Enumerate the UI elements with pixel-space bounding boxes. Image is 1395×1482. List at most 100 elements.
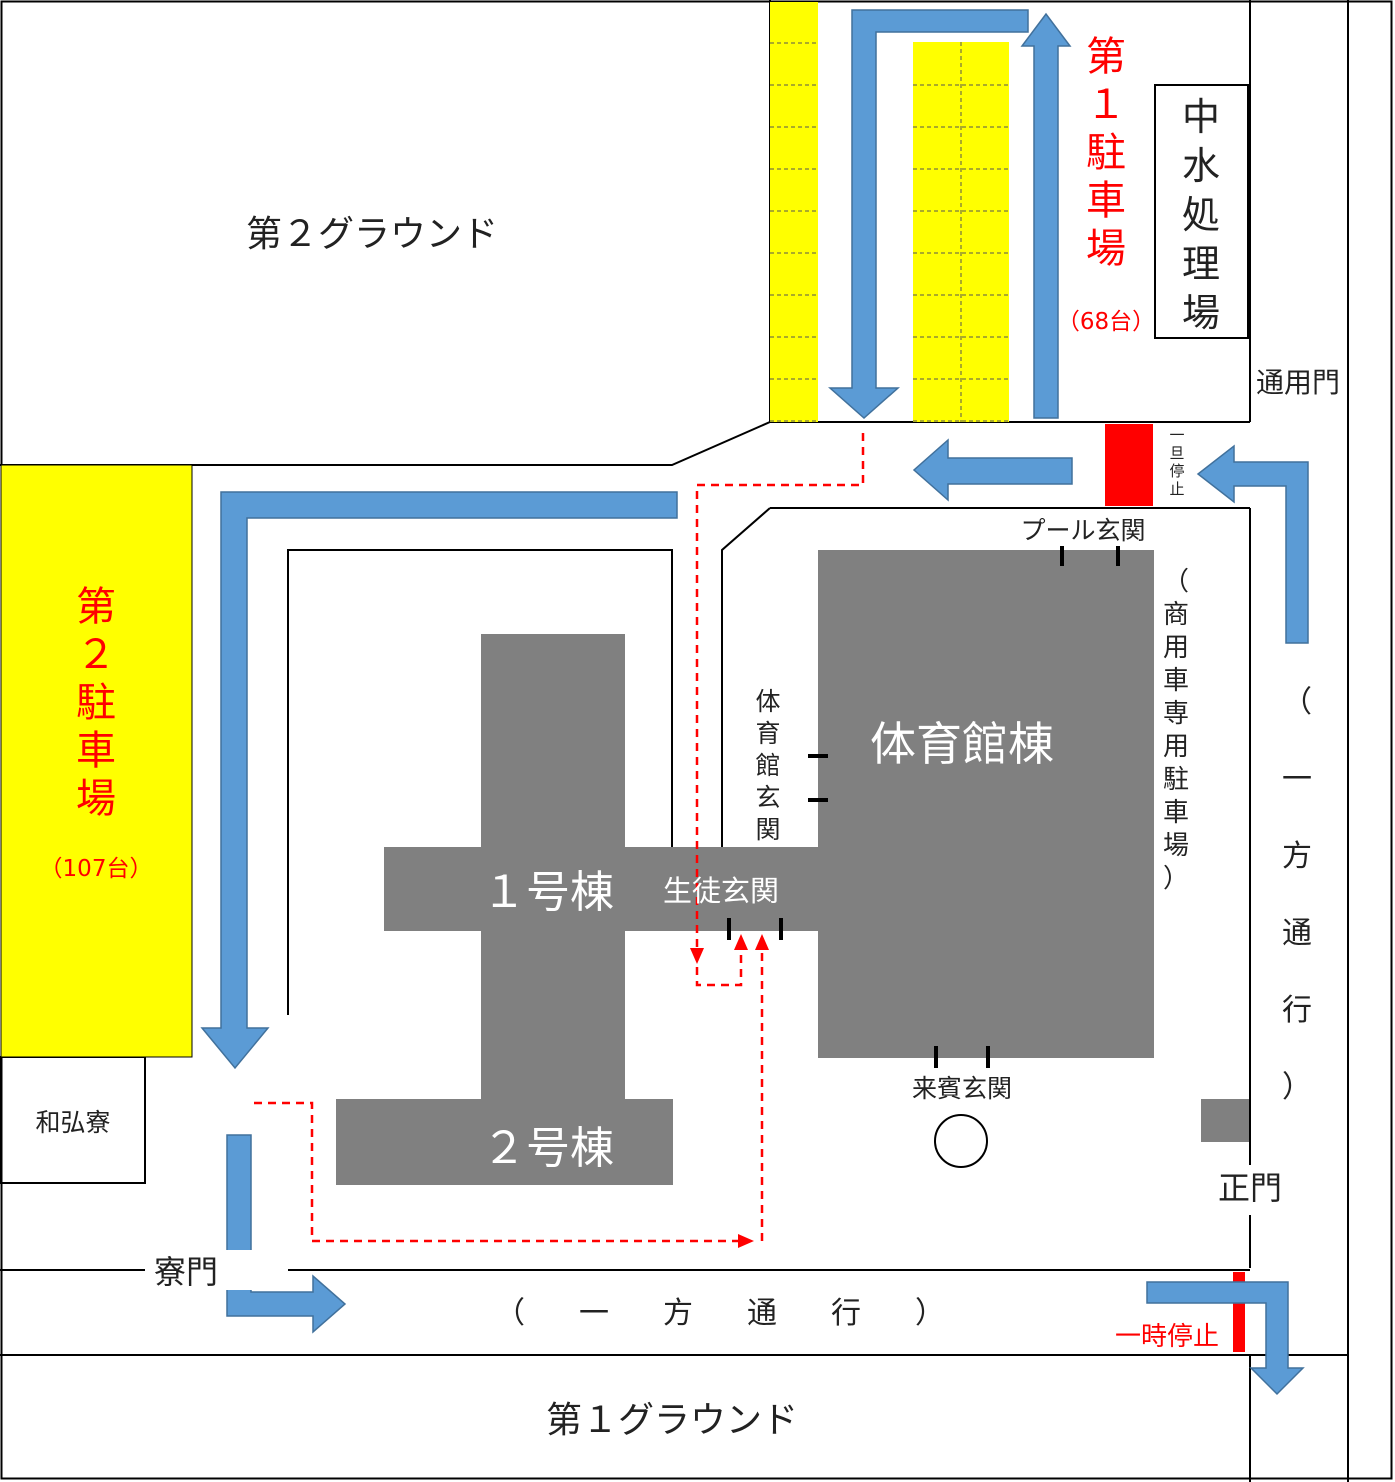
vertical-char: （ <box>1282 685 1312 720</box>
walking-routes <box>254 433 865 1243</box>
entrance-marks <box>727 546 1120 1068</box>
traffic-arrows <box>200 9 1309 1396</box>
vertical-char: 中 <box>1182 95 1220 139</box>
vertical-char: 駐 <box>1163 765 1189 795</box>
main-gate-label: 正門 <box>1218 1169 1282 1207</box>
vertical-char: 育 <box>755 719 780 748</box>
vertical-char: 場 <box>1086 226 1126 272</box>
route-arrowhead <box>734 934 748 950</box>
vertical-char: 場 <box>1163 831 1189 861</box>
vertical-char: ） <box>1282 1070 1312 1105</box>
vertical-char: 館 <box>755 751 780 780</box>
route-from-parking1 <box>695 433 865 987</box>
vertical-char: 車 <box>1163 666 1189 696</box>
vertical-char: 行 <box>1282 993 1312 1028</box>
arrow-parking1-up <box>1020 12 1072 419</box>
spaced-char: 通 <box>747 1296 777 1331</box>
temporary-stop-label: 一時停止 <box>1115 1322 1219 1352</box>
vertical-char: （ <box>1163 567 1189 597</box>
vertical-char: 旦 <box>1169 444 1184 462</box>
vertical-char: 理 <box>1182 242 1220 286</box>
water-plant-box <box>1154 84 1249 339</box>
road-outlines <box>0 0 1349 1482</box>
one-way-horizontal-label: （ 一 方 通 行 ） <box>495 1296 945 1331</box>
dorm-gate-label: 寮門 <box>154 1253 218 1291</box>
spaced-char: 一 <box>579 1296 609 1331</box>
vertical-char: 用 <box>1163 633 1189 663</box>
pool-entrance-label: プール玄関 <box>1020 516 1145 545</box>
buildings <box>336 550 1249 1185</box>
stop-bar-service-gate <box>1105 424 1153 506</box>
vertical-char: 駐 <box>76 680 116 726</box>
vertical-char: 方 <box>1282 839 1312 874</box>
vertical-char: 第 <box>1086 34 1126 80</box>
vertical-char: １ <box>1086 82 1126 128</box>
roundabout-circle <box>934 1114 988 1168</box>
route-arrowhead <box>690 948 704 964</box>
parking2-count: （107台） <box>40 856 153 882</box>
service-gate-label: 通用門 <box>1256 366 1340 399</box>
arrow-dorm-gate-exit <box>226 1134 347 1334</box>
vertical-char: 関 <box>755 815 780 844</box>
building1-label: １号棟 <box>482 867 614 918</box>
dormitory-label: 和弘寮 <box>35 1108 110 1137</box>
vertical-char: 専 <box>1163 699 1189 729</box>
route-from-dorm-gate <box>254 1101 750 1243</box>
spaced-char: 方 <box>663 1296 693 1331</box>
arrow-parking1-loop <box>828 9 1029 420</box>
vertical-char: 第 <box>76 584 116 630</box>
guest-entrance-label: 来賓玄関 <box>912 1074 1012 1103</box>
spaced-char: 行 <box>831 1296 861 1331</box>
arrow-east-road-turn <box>1196 444 1309 644</box>
gym-building <box>818 550 1154 1058</box>
building2 <box>336 1099 673 1185</box>
vertical-char: 車 <box>76 728 116 774</box>
upper-road-edge <box>0 421 1250 466</box>
dorm-gate-label-bg <box>146 1250 286 1290</box>
vertical-char: 玄 <box>755 783 780 812</box>
building1-wing <box>384 847 818 931</box>
ground2-label: 第２グラウンド <box>246 214 498 255</box>
vertical-char: 商 <box>1163 600 1189 630</box>
parking2-area <box>0 464 193 1058</box>
route-arrowhead <box>738 1234 754 1248</box>
arrow-main-gate-exit <box>1146 1281 1305 1396</box>
vertical-char: 用 <box>1163 732 1189 762</box>
vertical-char: ） <box>1163 864 1189 894</box>
vertical-char: 車 <box>1163 798 1189 828</box>
vertical-char: 一 <box>1169 426 1184 444</box>
route-arrowhead <box>755 934 769 950</box>
vertical-char: 一 <box>1282 762 1312 797</box>
building-block-outline <box>287 549 673 1015</box>
spaced-char: ） <box>915 1296 945 1331</box>
vertical-char: 体 <box>755 687 780 716</box>
building2-label: ２号棟 <box>482 1123 614 1174</box>
vertical-char: 止 <box>1169 480 1184 498</box>
gym-building-label: 体育館棟 <box>870 717 1054 771</box>
ground1-label: 第１グラウンド <box>546 1400 798 1441</box>
vertical-char: 停 <box>1169 462 1184 480</box>
vertical-char: 水 <box>1182 144 1220 188</box>
vertical-char: 場 <box>1182 291 1220 335</box>
parking1-strip-left <box>770 2 818 422</box>
vertical-char: 場 <box>76 776 116 822</box>
gate-booth <box>1201 1099 1249 1142</box>
vertical-char: ２ <box>76 632 116 678</box>
vertical-char: 車 <box>1086 178 1126 224</box>
parking1-stalls <box>770 2 1009 422</box>
spaced-char: （ <box>495 1296 525 1331</box>
gym-block-left <box>721 507 771 848</box>
main-gate-label-bg <box>1208 1165 1296 1215</box>
vertical-char: 通 <box>1282 916 1312 951</box>
arrow-parking2-route <box>200 491 678 1070</box>
student-entrance-label: 生徒玄関 <box>663 874 779 908</box>
arrow-upper-road-west <box>912 438 1073 502</box>
